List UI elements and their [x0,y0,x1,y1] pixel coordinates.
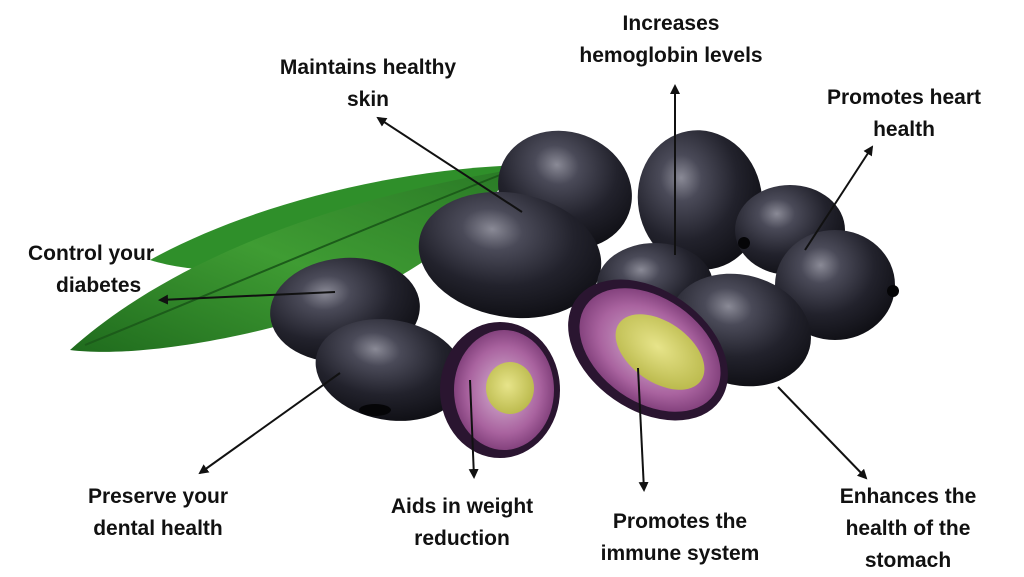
arrow-dental [198,372,341,475]
berry-tip [887,285,899,297]
label-skin: Maintains healthy skin [262,52,474,116]
label-weight-line1: Aids in weight [390,495,534,518]
berry [315,319,465,421]
arrow-skin [376,116,523,213]
arrow-stomach [777,386,868,480]
label-heart: Promotes heart health [810,82,998,146]
leaf-vein [84,174,501,346]
berries-back [270,130,899,421]
label-weight-line2: reduction [414,527,510,550]
seed-small [486,362,534,414]
label-stomach: Enhances the health of the stomach [820,481,996,577]
label-hemoglobin-line2: hemoglobin levels [579,44,763,67]
leaves [70,165,520,352]
berry-tip [738,237,750,249]
arrow-heart [804,145,874,251]
arrows [158,84,874,492]
label-hemoglobin-line1: Increases [622,12,720,35]
label-stomach-line2: health of the [845,517,971,540]
label-dental: Preserve your dental health [68,481,248,545]
arrow-weight [468,379,479,479]
label-diabetes-line1: Control your [28,242,154,265]
label-weight: Aids in weight reduction [372,491,552,555]
label-stomach-line1: Enhances the [839,485,977,508]
label-heart-line1: Promotes heart [826,86,982,109]
arrow-immune [637,367,649,492]
label-immune: Promotes the immune system [585,506,775,570]
label-skin-line2: skin [346,88,390,111]
label-dental-line1: Preserve your [87,485,229,508]
berry [637,130,763,270]
arrow-diabetes [158,291,336,305]
label-immune-line1: Promotes the [612,510,748,533]
label-hemoglobin: Increases hemoglobin levels [565,8,777,72]
label-stomach-line3: stomach [864,549,952,572]
berry-tip [359,404,391,416]
label-skin-line1: Maintains healthy [279,56,457,79]
berry [418,191,602,319]
cut-fruit [440,279,728,458]
label-diabetes: Control your diabetes [28,238,188,302]
label-diabetes-line2: diabetes [56,274,142,297]
label-heart-line2: health [873,118,935,141]
label-immune-line2: immune system [600,542,760,565]
berry [775,230,895,340]
label-dental-line2: dental health [93,517,223,540]
